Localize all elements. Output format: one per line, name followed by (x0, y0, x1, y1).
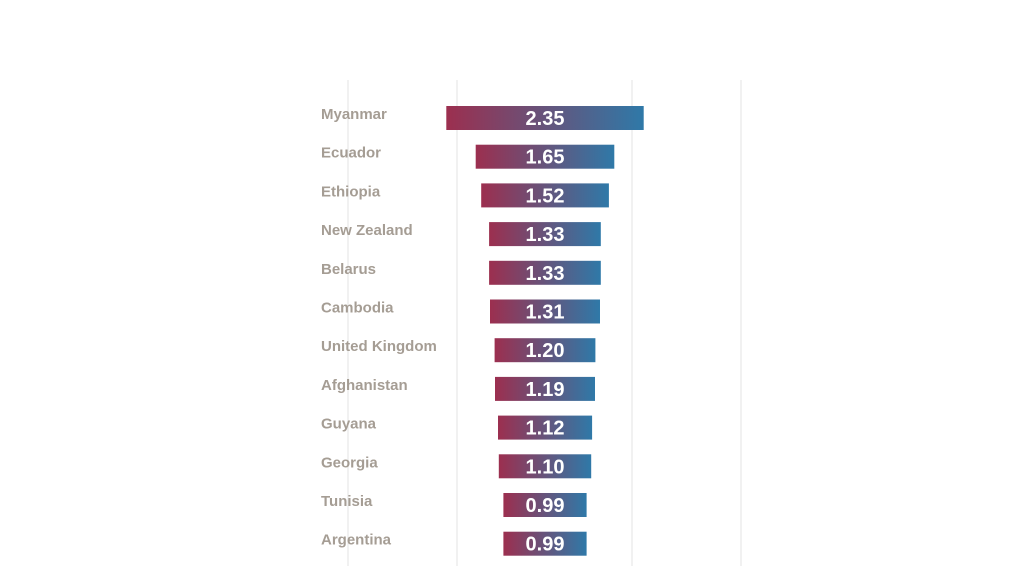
category-label: Tunisia (321, 493, 373, 510)
value-label: 2.35 (526, 108, 565, 130)
value-label: 0.99 (526, 495, 565, 517)
value-label: 1.20 (526, 340, 565, 362)
bar (503, 493, 587, 517)
category-label: Afghanistan (321, 377, 408, 394)
bar (498, 454, 592, 479)
value-label: 1.10 (526, 456, 565, 478)
bar (446, 106, 644, 130)
value-label: 1.33 (526, 224, 565, 246)
value-label: 1.19 (526, 379, 565, 401)
value-label: 1.12 (526, 418, 565, 440)
bar (503, 531, 587, 556)
category-label: Ecuador (321, 145, 381, 162)
bar (489, 222, 601, 247)
bar (498, 415, 593, 440)
bar (475, 144, 615, 169)
bars: 2.35 1.65 1.52 1.33 1.33 1.31 1.20 1.19 1.12 1.10… (446, 106, 644, 556)
value-label: 1.33 (526, 263, 565, 285)
gridlines (347, 80, 742, 566)
category-label: Argentina (321, 532, 392, 549)
value-label: 1.52 (526, 185, 565, 207)
category-label: Georgia (321, 454, 378, 471)
category-label: Cambodia (321, 300, 394, 317)
bar (481, 183, 609, 208)
category-label: Belarus (321, 261, 376, 278)
category-label: Myanmar (321, 106, 387, 123)
value-label: 0.99 (526, 534, 565, 556)
category-label: United Kingdom (321, 338, 437, 355)
category-label: Guyana (321, 416, 377, 433)
bar (495, 376, 595, 401)
bar (489, 260, 601, 285)
bar (494, 338, 596, 363)
bar (490, 299, 600, 324)
value-label: 1.65 (526, 147, 565, 169)
category-label: New Zealand (321, 222, 413, 239)
value-label: 1.31 (526, 302, 565, 324)
category-label: Ethiopia (321, 183, 381, 200)
